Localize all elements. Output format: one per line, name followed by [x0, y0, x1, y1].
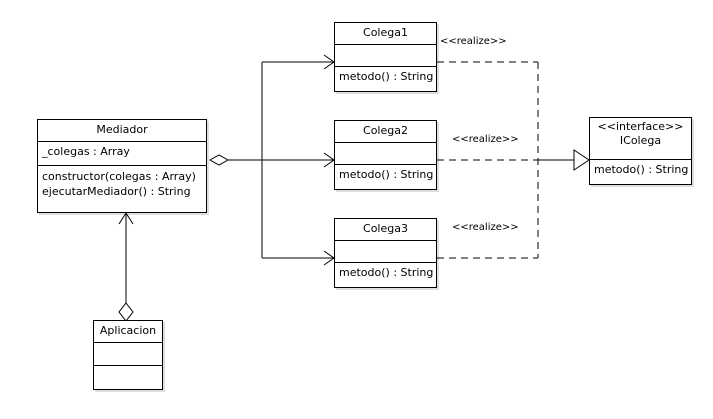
class-name-icolega: IColega [619, 133, 662, 147]
class-box-aplicacion[interactable]: Aplicacion [93, 320, 163, 390]
class-box-mediador[interactable]: Mediador _colegas : Array constructor(co… [37, 119, 207, 213]
operation-colega2-metodo: metodo() : String [339, 168, 434, 181]
class-box-colega3[interactable]: Colega3 metodo() : String [334, 218, 437, 288]
class-box-colega1[interactable]: Colega1 metodo() : String [334, 22, 437, 92]
operations-mediador: constructor(colegas : Array) ejecutarMed… [38, 166, 206, 212]
aggregation-aplicacion-to-mediador [118, 212, 134, 322]
aggregation-diamond-aplicacion [118, 302, 134, 322]
attribute-mediador-colegas: _colegas : Array [38, 142, 206, 166]
arrowhead-colega2 [323, 152, 335, 168]
class-box-icolega[interactable]: <<interface>> IColega metodo() : String [589, 117, 692, 185]
attributes-colega3 [335, 241, 436, 263]
aggregation-mediador-to-colegas [208, 54, 335, 266]
edge-label-realize-colega1: <<realize>> [440, 36, 507, 47]
interface-header-icolega: <<interface>> IColega [590, 118, 691, 160]
class-name-aplicacion: Aplicacion [94, 321, 162, 343]
stereotype-interface: <<interface>> [597, 120, 684, 133]
operations-aplicacion [94, 366, 162, 389]
edge-label-realize-colega3: <<realize>> [452, 222, 519, 233]
class-name-colega2: Colega2 [335, 121, 436, 143]
operation-colega1-metodo: metodo() : String [339, 70, 434, 83]
operation-mediador-ejecutar: ejecutarMediador() : String [42, 184, 191, 198]
attributes-colega2 [335, 143, 436, 165]
arrowhead-mediador [118, 212, 134, 225]
arrowhead-colega1 [323, 54, 335, 70]
operation-colega3-metodo: metodo() : String [339, 266, 434, 279]
realization-triangle-icolega [573, 149, 590, 171]
class-name-colega1: Colega1 [335, 23, 436, 45]
attributes-colega1 [335, 45, 436, 67]
edge-label-realize-colega2: <<realize>> [452, 134, 519, 145]
attributes-aplicacion [94, 343, 162, 366]
operation-mediador-constructor: constructor(colegas : Array) [42, 170, 196, 183]
class-name-colega3: Colega3 [335, 219, 436, 241]
class-name-mediador: Mediador [38, 120, 206, 142]
class-box-colega2[interactable]: Colega2 metodo() : String [334, 120, 437, 190]
aggregation-diamond-mediador [208, 154, 230, 166]
operation-icolega-metodo: metodo() : String [594, 163, 689, 176]
arrowhead-colega3 [323, 250, 335, 266]
